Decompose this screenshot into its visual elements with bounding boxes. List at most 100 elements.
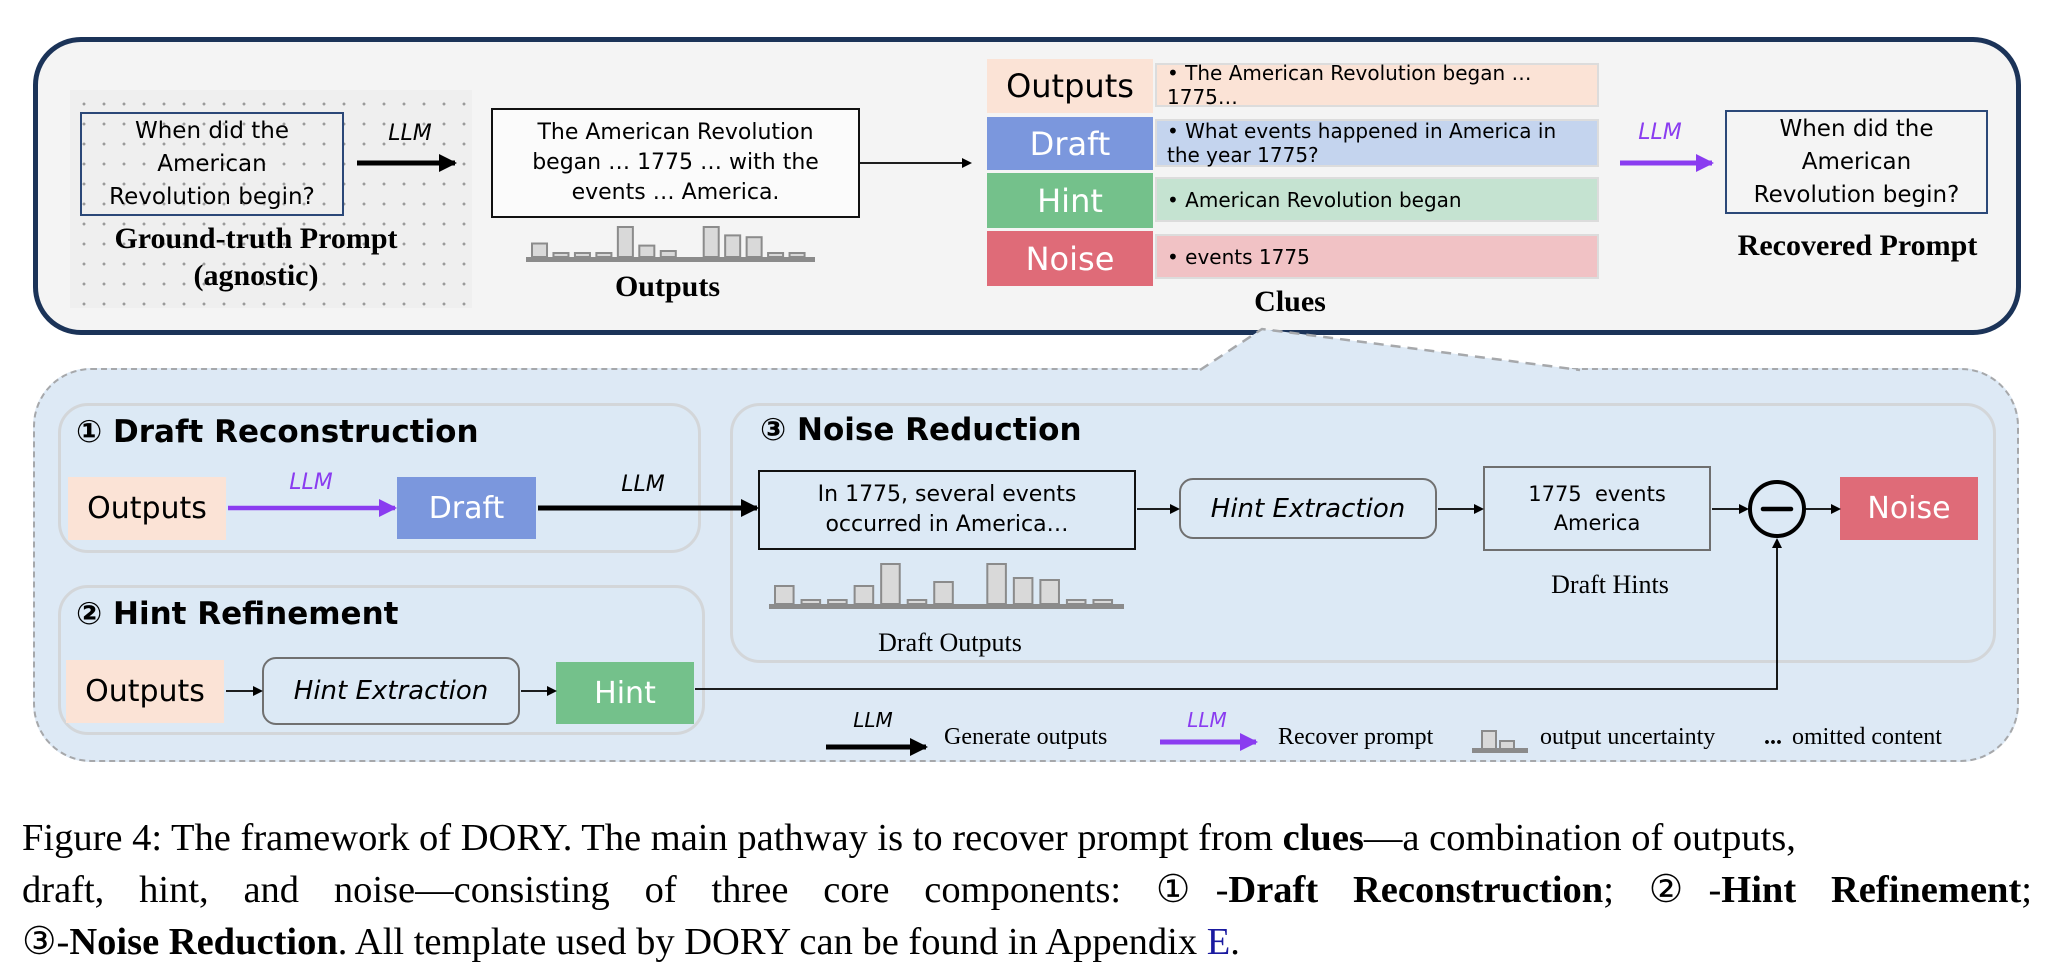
draft-output-line: occurred in America… bbox=[825, 512, 1069, 537]
uncertainty-bar bbox=[1065, 599, 1087, 605]
uncertainty-bar bbox=[659, 250, 677, 258]
clue-text-noise: • events 1775 bbox=[1155, 234, 1599, 279]
ground-truth-title: Ground-truth Prompt bbox=[114, 222, 398, 255]
caption-text: ; bbox=[2021, 869, 2032, 911]
recovered-prompt-title: Recovered Prompt bbox=[1737, 229, 1978, 262]
uncertainty-bar bbox=[531, 242, 549, 258]
caption-bold-draft-reconstruction: Draft Reconstruction bbox=[1228, 869, 1604, 911]
uncertainty-bar bbox=[552, 252, 570, 258]
uncertainty-bar bbox=[986, 563, 1007, 605]
noise-reduction-title: ③ Noise Reduction bbox=[760, 412, 1082, 448]
legend-omitted-text: omitted content bbox=[1792, 724, 1942, 750]
recovered-prompt-box: When did the American Revolution begin? bbox=[1725, 110, 1988, 214]
clue-label-noise: Noise bbox=[987, 231, 1153, 286]
legend-generate-text: Generate outputs bbox=[944, 724, 1108, 750]
draft-outputs-uncertainty-bars bbox=[769, 563, 1124, 609]
s1-outputs-box: Outputs bbox=[68, 477, 226, 540]
uncertainty-bar bbox=[745, 236, 763, 258]
gt-line: American bbox=[157, 150, 267, 177]
uncertainty-bar bbox=[906, 599, 928, 605]
caption-line-2: draft, hint, and noise—consisting of thr… bbox=[22, 864, 2032, 916]
caption-text: ③- bbox=[22, 921, 70, 963]
s3-noise-box: Noise bbox=[1840, 477, 1978, 540]
figure-caption: Figure 4: The framework of DORY. The mai… bbox=[22, 812, 2032, 968]
legend-recover-text: Recover prompt bbox=[1278, 724, 1434, 750]
caption-text: Figure 4: The framework of DORY. The mai… bbox=[22, 817, 1283, 859]
caption-text: . bbox=[1230, 921, 1240, 963]
clues-callout-edge bbox=[1199, 327, 1581, 372]
outputs-uncertainty-bars bbox=[526, 226, 815, 262]
clue-text-hint: • American Revolution began bbox=[1155, 177, 1599, 222]
outputs-text-box: The American Revolution began … 1775 … w… bbox=[491, 108, 860, 218]
draft-outputs-box: In 1775, several events occurred in Amer… bbox=[758, 470, 1136, 550]
uncertainty-bar bbox=[880, 563, 901, 605]
uncertainty-bar bbox=[1092, 599, 1114, 605]
uncertainty-bar bbox=[774, 585, 795, 605]
s2-hint-box: Hint bbox=[556, 662, 694, 724]
uncertainty-bar bbox=[616, 226, 634, 258]
clue-text-draft: • What events happened in America in the… bbox=[1155, 119, 1599, 167]
uncertainty-bar bbox=[724, 234, 742, 258]
draft-output-line: In 1775, several events bbox=[817, 482, 1077, 507]
llm-generate-label: LLM bbox=[388, 120, 432, 146]
uncertainty-bar bbox=[638, 244, 656, 259]
uncertainty-bar bbox=[702, 226, 720, 258]
rp-line: American bbox=[1801, 148, 1912, 175]
caption-line-1: Figure 4: The framework of DORY. The mai… bbox=[22, 812, 2032, 864]
caption-line-3: ③-Noise Reduction. All template used by … bbox=[22, 916, 2032, 968]
outputs-line: The American Revolution bbox=[537, 120, 814, 145]
s2-hint-extraction-box: Hint Extraction bbox=[262, 657, 520, 725]
legend-bar-glyph-icon bbox=[1472, 730, 1528, 753]
draft-hints-caption: Draft Hints bbox=[1551, 570, 1669, 599]
clue-label-outputs: Outputs bbox=[987, 59, 1153, 113]
uncertainty-bar bbox=[1039, 579, 1060, 605]
outputs-line: began … 1775 … with the bbox=[532, 150, 819, 175]
bar-baseline bbox=[769, 604, 1124, 609]
gt-line: Revolution begin? bbox=[109, 183, 315, 210]
s1-recover-llm-label: LLM bbox=[289, 469, 333, 495]
caption-text: ; ②- bbox=[1603, 869, 1722, 911]
s2-outputs-box: Outputs bbox=[66, 660, 224, 723]
clues-title: Clues bbox=[1254, 285, 1326, 318]
caption-bold-hint-refinement: Hint Refinement bbox=[1721, 869, 2022, 911]
uncertainty-bar bbox=[788, 252, 806, 258]
draft-hints-line: America bbox=[1553, 510, 1641, 535]
draft-reconstruction-title: ① Draft Reconstruction bbox=[76, 414, 479, 450]
clue-label-draft: Draft bbox=[987, 117, 1153, 170]
uncertainty-bar bbox=[933, 581, 954, 605]
clues-callout-wedge bbox=[1200, 329, 1580, 370]
clue-text-outputs: • The American Revolution began … 1775… bbox=[1155, 61, 1599, 109]
llm-recover-label: LLM bbox=[1638, 119, 1682, 145]
uncertainty-bar bbox=[573, 252, 591, 258]
bar-baseline bbox=[526, 257, 815, 262]
caption-bold-noise-reduction: Noise Reduction bbox=[69, 921, 338, 963]
legend-ellipsis-icon: ... bbox=[1764, 724, 1782, 750]
uncertainty-bar bbox=[1012, 577, 1034, 605]
legend-uncertainty-text: output uncertainty bbox=[1540, 724, 1716, 750]
uncertainty-bar bbox=[595, 252, 613, 258]
caption-bold-clues: clues bbox=[1282, 817, 1364, 859]
uncertainty-bar bbox=[827, 599, 848, 605]
outputs-line: events … America. bbox=[571, 180, 780, 205]
minus-operator-icon bbox=[1748, 480, 1806, 538]
ground-truth-prompt-box: When did the American Revolution begin? bbox=[80, 112, 344, 216]
draft-outputs-caption: Draft Outputs bbox=[878, 628, 1022, 657]
s3-hint-extraction-box: Hint Extraction bbox=[1179, 478, 1437, 539]
legend-recover-llm-label: LLM bbox=[1187, 708, 1227, 732]
uncertainty-bar bbox=[853, 585, 875, 605]
appendix-link[interactable]: E bbox=[1206, 921, 1231, 963]
legend-generate-llm-label: LLM bbox=[853, 708, 893, 732]
s1-draft-box: Draft bbox=[397, 477, 536, 539]
s1-generate-llm-label: LLM bbox=[621, 471, 665, 497]
uncertainty-bar bbox=[767, 252, 785, 258]
hint-to-minus-connector bbox=[695, 538, 1782, 690]
outputs-title: Outputs bbox=[614, 270, 721, 303]
draft-hints-box: 1775 events America bbox=[1483, 466, 1711, 551]
draft-hints-line: 1775 events bbox=[1528, 481, 1666, 506]
clue-label-hint: Hint bbox=[987, 173, 1153, 228]
ground-truth-dotted-area bbox=[70, 90, 472, 308]
ground-truth-subtitle: (agnostic) bbox=[193, 259, 319, 292]
uncertainty-bar bbox=[800, 599, 822, 605]
gt-line: When did the bbox=[134, 117, 289, 144]
